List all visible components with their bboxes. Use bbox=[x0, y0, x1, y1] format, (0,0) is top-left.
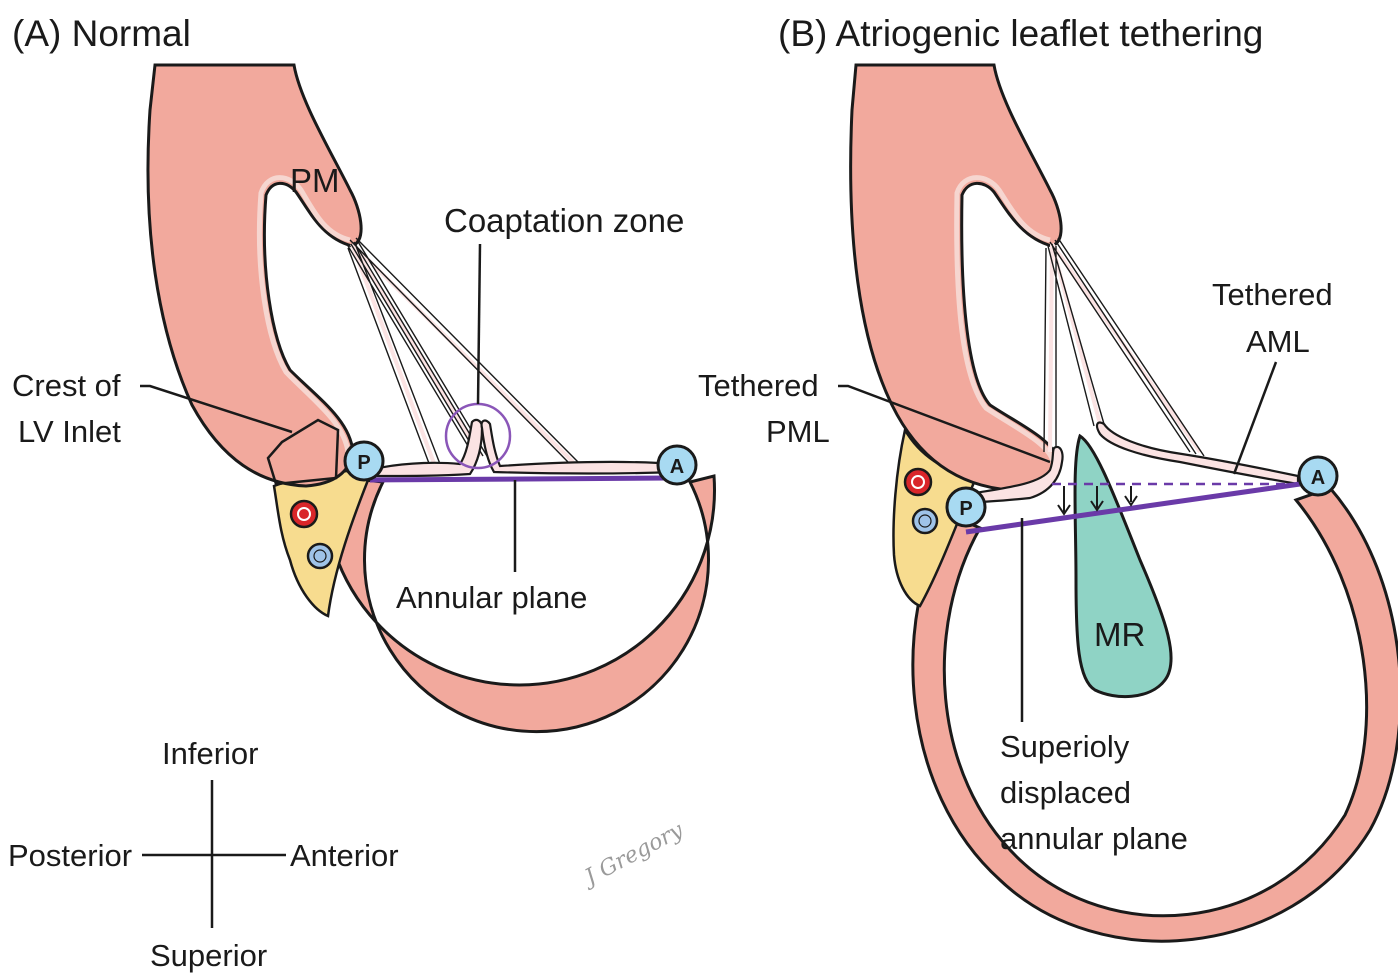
crest-label-line2: LV Inlet bbox=[18, 414, 121, 449]
posterior-annulus-marker-a: P bbox=[345, 442, 383, 480]
orientation-inferior: Inferior bbox=[162, 736, 258, 771]
anterior-annulus-marker-a: A bbox=[658, 446, 696, 484]
artist-signature: J Gregory bbox=[578, 818, 688, 893]
coronary-vein-b bbox=[913, 509, 937, 533]
displaced-label-line3: annular plane bbox=[1000, 821, 1188, 856]
panel-b-title: (B) Atriogenic leaflet tethering bbox=[778, 13, 1263, 54]
orientation-posterior: Posterior bbox=[8, 838, 132, 873]
coronary-artery-b bbox=[905, 469, 931, 495]
panel-b: P A (B) Atriogenic leaflet tethering Tet… bbox=[698, 13, 1398, 941]
posterior-annulus-marker-b: P bbox=[947, 488, 985, 526]
lv-wall-papillary-muscle-a bbox=[148, 65, 361, 486]
annular-plane-a bbox=[370, 478, 670, 480]
tethered-aml-pointer bbox=[1234, 362, 1276, 474]
mr-label: MR bbox=[1094, 616, 1145, 653]
coronary-artery-a bbox=[291, 501, 317, 527]
orientation-cross: Inferior Superior Posterior Anterior bbox=[8, 736, 399, 973]
coaptation-pointer bbox=[478, 244, 480, 404]
tethered-aml-label-line2: AML bbox=[1246, 324, 1310, 359]
panel-a: P A (A) Normal PM Coaptation zone Crest … bbox=[12, 13, 714, 732]
coaptation-label: Coaptation zone bbox=[444, 202, 684, 239]
svg-text:A: A bbox=[670, 456, 684, 478]
svg-text:A: A bbox=[1311, 467, 1325, 489]
anterior-leaflet-b bbox=[1097, 422, 1298, 484]
pm-label: PM bbox=[290, 162, 340, 199]
anterior-annulus-marker-b: A bbox=[1299, 457, 1337, 495]
annulus-ring-b bbox=[913, 488, 1398, 941]
anterior-leaflet-a bbox=[482, 421, 676, 474]
coronary-vein-a bbox=[308, 544, 332, 568]
orientation-anterior: Anterior bbox=[290, 838, 399, 873]
svg-text:P: P bbox=[959, 498, 972, 520]
crest-label-line1: Crest of bbox=[12, 368, 121, 403]
tethered-pml-label-line2: PML bbox=[766, 414, 830, 449]
svg-text:P: P bbox=[357, 452, 370, 474]
panel-a-title: (A) Normal bbox=[12, 13, 191, 54]
mr-jet bbox=[1075, 436, 1171, 697]
displaced-label-line2: displaced bbox=[1000, 775, 1131, 810]
annular-plane-label: Annular plane bbox=[396, 580, 587, 615]
displaced-label-line1: Superioly bbox=[1000, 729, 1130, 764]
tethered-pml-label-line1: Tethered bbox=[698, 368, 819, 403]
tethered-aml-label-line1: Tethered bbox=[1212, 277, 1333, 312]
orientation-superior: Superior bbox=[150, 938, 267, 973]
